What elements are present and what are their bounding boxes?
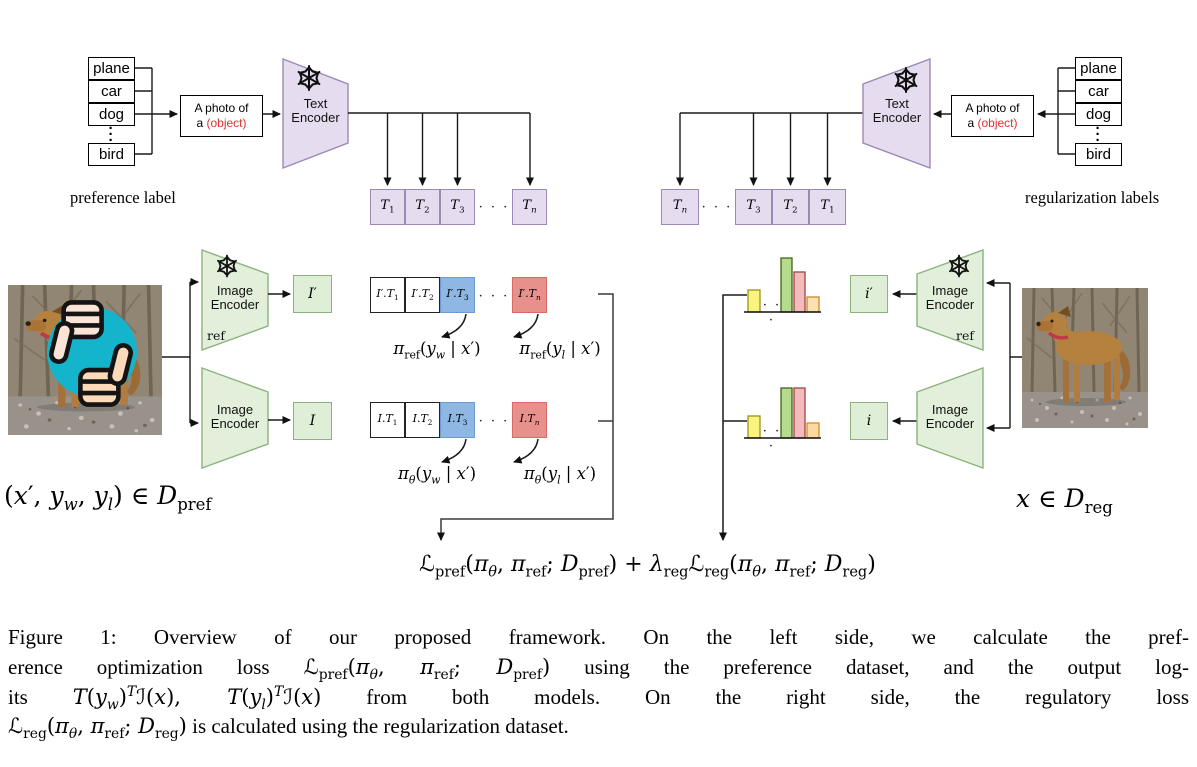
- image-embedding-box-theta: I: [293, 402, 332, 440]
- image-encoder-theta-shape-left: [201, 367, 269, 469]
- horizontal-ellipsis: · · ·: [478, 200, 510, 215]
- image-to-encoders-right: [986, 279, 1022, 432]
- class-label-box: bird: [88, 143, 135, 166]
- text-embedding-box: Tn: [512, 189, 547, 225]
- encoder-output-arrows-right: [892, 290, 917, 425]
- horizontal-ellipsis: · · ·: [478, 414, 510, 429]
- logit-cell-chosen: I.T3: [440, 402, 475, 438]
- text-embedding-box: Tn: [661, 189, 699, 225]
- logit-cell: I′.T2: [405, 277, 440, 313]
- logit-cell: I.T2: [405, 402, 440, 438]
- image-encoder-ref-shape-left: [201, 249, 269, 351]
- class-label-box: plane: [88, 57, 135, 80]
- class-label-box: car: [1075, 80, 1122, 103]
- preference-dataset-membership: (x′, yw, yl) ∈ Dpref: [4, 481, 212, 514]
- class-label: plane: [1080, 60, 1117, 77]
- text-embedding-box: T1: [809, 189, 846, 225]
- pi-theta-loser: πθ(yl | x′): [523, 464, 597, 487]
- text-embedding-box: T3: [440, 189, 475, 225]
- left-label-connectors: [135, 67, 178, 155]
- logit-cell-chosen: I′.T3: [440, 277, 475, 313]
- class-label: bird: [1085, 146, 1111, 163]
- pi-ref-loser: πref(yl | x′): [519, 339, 601, 362]
- logit-cell-rejected: I.Tn: [512, 402, 547, 438]
- preference-label-caption: preference label: [70, 188, 176, 207]
- text-embedding-box: T2: [405, 189, 440, 225]
- class-label-box: car: [88, 80, 135, 103]
- regularization-labels-caption: regularization labels: [1025, 188, 1160, 207]
- logit-cell: I.T1: [370, 402, 405, 438]
- horizontal-ellipsis: · · ·: [762, 424, 782, 454]
- class-label: car: [101, 83, 122, 100]
- encoder-output-arrows-left: [268, 290, 291, 424]
- horizontal-ellipsis: · · ·: [478, 289, 510, 304]
- logit-cell: I′.T1: [370, 277, 405, 313]
- prompt-line2: a (object): [196, 116, 247, 130]
- class-label: dog: [98, 106, 125, 123]
- image-embedding-box-ref: I′: [293, 275, 332, 313]
- logit-bars-policy: [744, 387, 821, 439]
- text-embedding-box: T1: [370, 189, 405, 225]
- reg-loss-collector: [719, 294, 747, 541]
- image-encoder-theta-shape-right: [916, 367, 984, 469]
- logit-cell-rejected: I′.Tn: [512, 277, 547, 313]
- text-embedding-box: T3: [735, 189, 772, 225]
- prompt-box-right: A photo of a (object): [951, 95, 1034, 137]
- horizontal-ellipsis: · · ·: [762, 298, 782, 328]
- image-to-encoders-left: [162, 278, 199, 427]
- total-loss-formula: ℒpref(πθ, πref; Dpref) + λregℒreg(πθ, πr…: [419, 552, 876, 581]
- class-label: dog: [1085, 106, 1112, 123]
- object-placeholder: (object): [977, 116, 1018, 130]
- object-placeholder: (object): [206, 116, 247, 130]
- class-label: bird: [98, 146, 124, 163]
- pi-theta-winner: πθ(yw | x′): [397, 464, 477, 487]
- pi-ref-winner: πref(yw | x′): [393, 339, 481, 362]
- class-label: car: [1088, 83, 1109, 100]
- vertical-ellipsis: ···: [108, 120, 114, 149]
- figure-caption-line-4: ℒreg(πθ, πref; Dreg) is calculated using…: [8, 714, 569, 743]
- class-label-box: dog: [88, 103, 135, 126]
- figure-caption-line-2: erence optimization loss ℒpref(πθ, πref;…: [8, 655, 1189, 684]
- prompt-line1: A photo of: [965, 101, 1020, 115]
- pref-loss-bracket: [437, 293, 614, 541]
- right-label-connectors: [1037, 67, 1075, 155]
- thumbs-up-down-icon: [47, 302, 137, 404]
- prompt-line2: a (object): [967, 116, 1018, 130]
- class-label-box: dog: [1075, 103, 1122, 126]
- logit-bars-reference: [744, 257, 821, 313]
- text-embedding-box: T2: [772, 189, 809, 225]
- figure-caption-line-3: its T(yw)Tℐ(x), T(yl)Tℐ(x) from both mod…: [8, 684, 1189, 714]
- regularization-dataset-membership: x ∈ Dreg: [1016, 484, 1113, 517]
- image-embedding-box-theta-right: i: [850, 402, 888, 440]
- class-label-box: bird: [1075, 143, 1122, 166]
- ref-subscript-label: ref: [207, 328, 225, 343]
- ref-subscript-label: ref: [956, 328, 974, 343]
- prompt-line1: A photo of: [194, 101, 249, 115]
- text-embedding-arrows-left: [348, 112, 534, 186]
- regularization-image-photo: [1020, 286, 1150, 430]
- text-embedding-arrows-right: [676, 112, 863, 186]
- figure-caption-line-1: Figure 1: Overview of our proposed frame…: [8, 625, 1189, 649]
- class-label-box: plane: [1075, 57, 1122, 80]
- logit-pick-arrows: [441, 313, 539, 464]
- text-encoder-shape-left: [282, 57, 349, 170]
- class-label: plane: [93, 60, 130, 77]
- image-embedding-box-ref-right: i′: [850, 275, 888, 313]
- horizontal-ellipsis: · · ·: [701, 200, 733, 215]
- prompt-box-left: A photo of a (object): [180, 95, 263, 137]
- vertical-ellipsis: ···: [1095, 120, 1101, 149]
